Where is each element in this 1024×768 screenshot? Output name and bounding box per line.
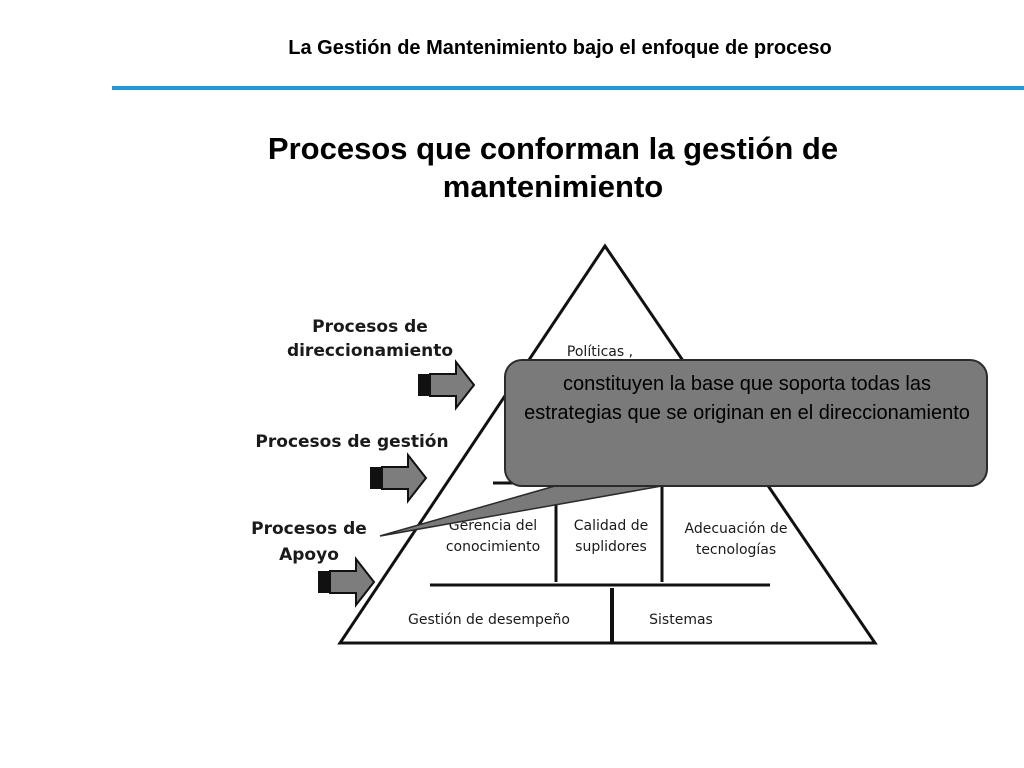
label-apoyo-line-1: Procesos de	[251, 519, 367, 539]
slide-title-line-2: mantenimiento	[442, 169, 664, 204]
label-direccionamiento-line-1: Procesos de	[312, 317, 428, 337]
cell-adecuacion-line-1: Adecuación de	[685, 521, 788, 537]
header-title: La Gestión de Mantenimiento bajo el enfo…	[288, 37, 832, 59]
cell-calidad-line-1: Calidad de	[574, 518, 648, 534]
label-direccionamiento-line-2: direccionamiento	[287, 341, 453, 361]
pyramid-top-cell: Políticas ,	[567, 344, 633, 360]
header-rule	[112, 86, 1024, 90]
cell-gestion-desempeno: Gestión de desempeño	[408, 612, 570, 628]
arrow-gestion-icon	[370, 452, 428, 504]
slide-title-line-1: Procesos que conforman la gestión de	[267, 131, 839, 166]
cell-adecuacion-line-2: tecnologías	[696, 542, 776, 558]
cell-gerencia-line-1: Gerencia del	[449, 518, 537, 534]
slide-title: Procesos que conforman la gestión de man…	[0, 130, 1024, 206]
label-gestion: Procesos de gestión	[255, 432, 448, 452]
callout-box	[504, 359, 988, 487]
cell-gerencia-line-2: conocimiento	[446, 539, 540, 555]
arrow-direccionamiento-icon	[418, 359, 476, 411]
cell-calidad-line-2: suplidores	[575, 539, 647, 555]
label-apoyo-line-2: Apoyo	[279, 545, 339, 565]
callout-text: constituyen la base que soporta todas la…	[524, 373, 970, 424]
arrow-apoyo-icon	[318, 556, 376, 608]
cell-sistemas: Sistemas	[649, 612, 713, 628]
